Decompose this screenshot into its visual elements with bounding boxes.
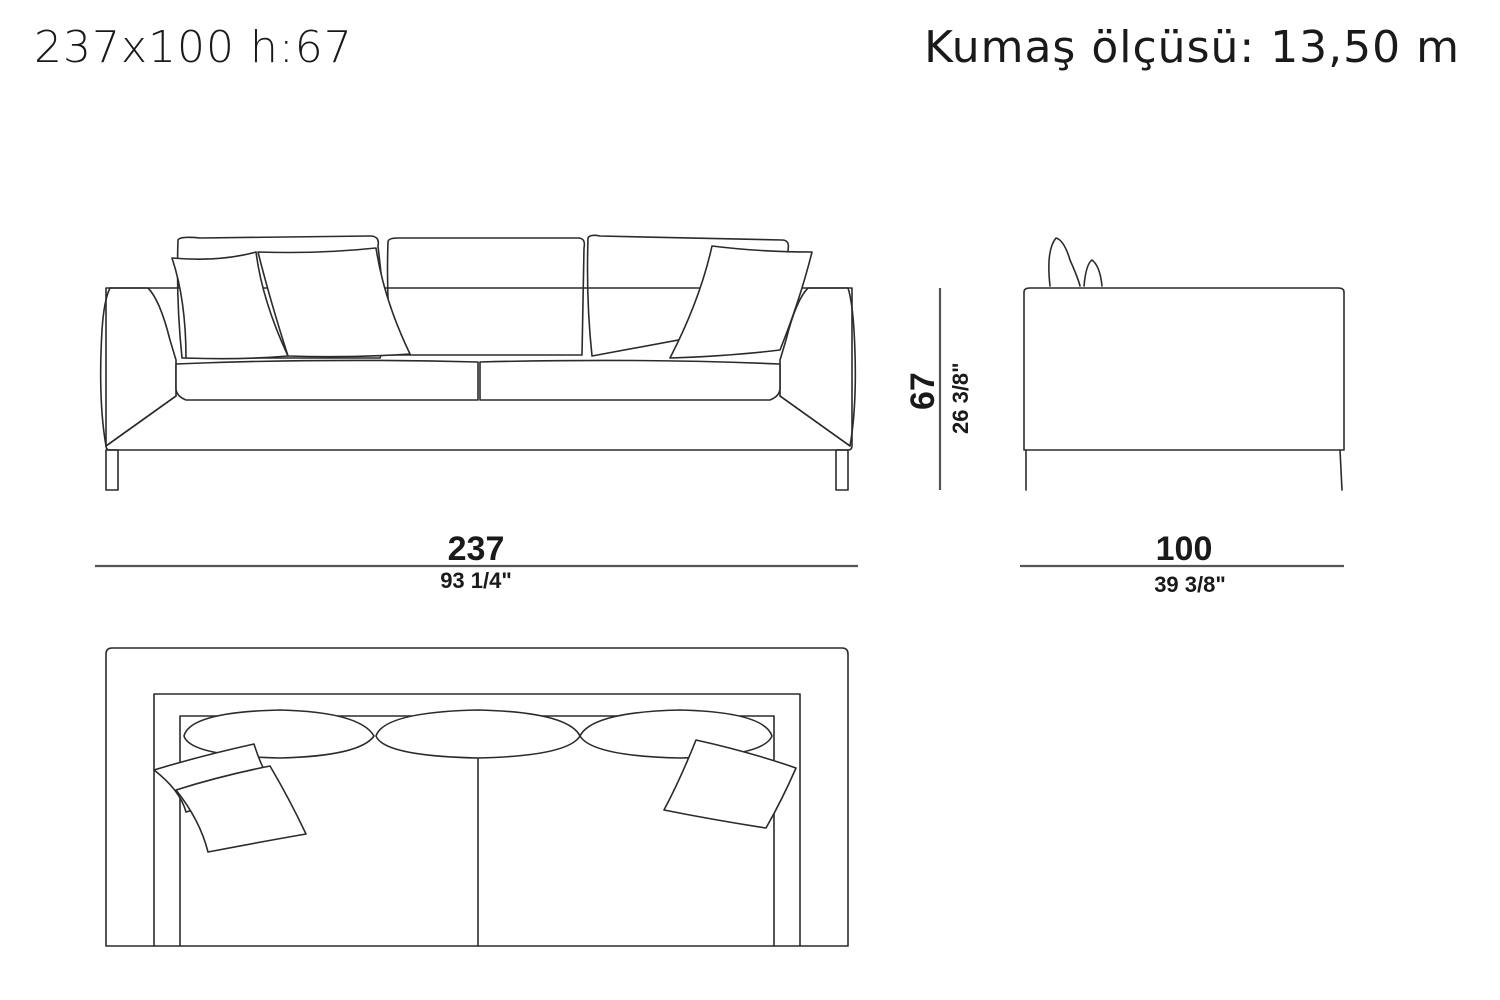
top-view — [105, 647, 849, 947]
front-leg-left — [105, 449, 119, 491]
side-back-cushion — [1048, 237, 1081, 287]
height-dimension: 67 26 3/8" — [904, 288, 973, 490]
top-throw-pillow-left-front — [175, 765, 307, 853]
front-seat-cushion-left — [175, 359, 479, 401]
front-back-cushion-right — [586, 234, 790, 357]
width-cm-label: 237 — [448, 530, 505, 568]
front-back-cushion-middle — [386, 237, 586, 356]
side-leg-right — [1339, 449, 1343, 491]
width-dimension: 237 93 1/4" — [95, 530, 858, 593]
depth-inch-label: 39 3/8" — [1154, 572, 1226, 597]
size-label: 237x100 h:67 — [34, 22, 353, 73]
top-back-cushion-middle — [375, 709, 581, 759]
top-back-cushion-right — [579, 709, 773, 759]
front-throw-pillow-right — [669, 245, 813, 359]
fabric-label: Kumaş ölçüsü: 13,50 m — [924, 22, 1460, 73]
front-view — [99, 234, 857, 491]
front-leg-right — [835, 449, 849, 491]
front-seat-cushion-right — [479, 359, 781, 401]
front-arm-left — [99, 287, 177, 447]
side-body — [1023, 287, 1345, 451]
side-view — [1023, 237, 1345, 491]
top-back-cushion-left — [183, 709, 375, 759]
depth-dimension: 100 39 3/8" — [1020, 530, 1344, 597]
top-throw-pillow-right — [663, 739, 797, 829]
height-inch-label: 26 3/8" — [948, 362, 973, 434]
height-cm-label: 67 — [904, 372, 942, 410]
depth-cm-label: 100 — [1156, 530, 1213, 568]
top-inner-frame — [153, 693, 801, 947]
top-outer-frame — [105, 647, 849, 947]
front-throw-pillow-left-inner — [257, 247, 411, 358]
width-inch-label: 93 1/4" — [440, 568, 512, 593]
side-throw-pillow — [1083, 259, 1103, 287]
